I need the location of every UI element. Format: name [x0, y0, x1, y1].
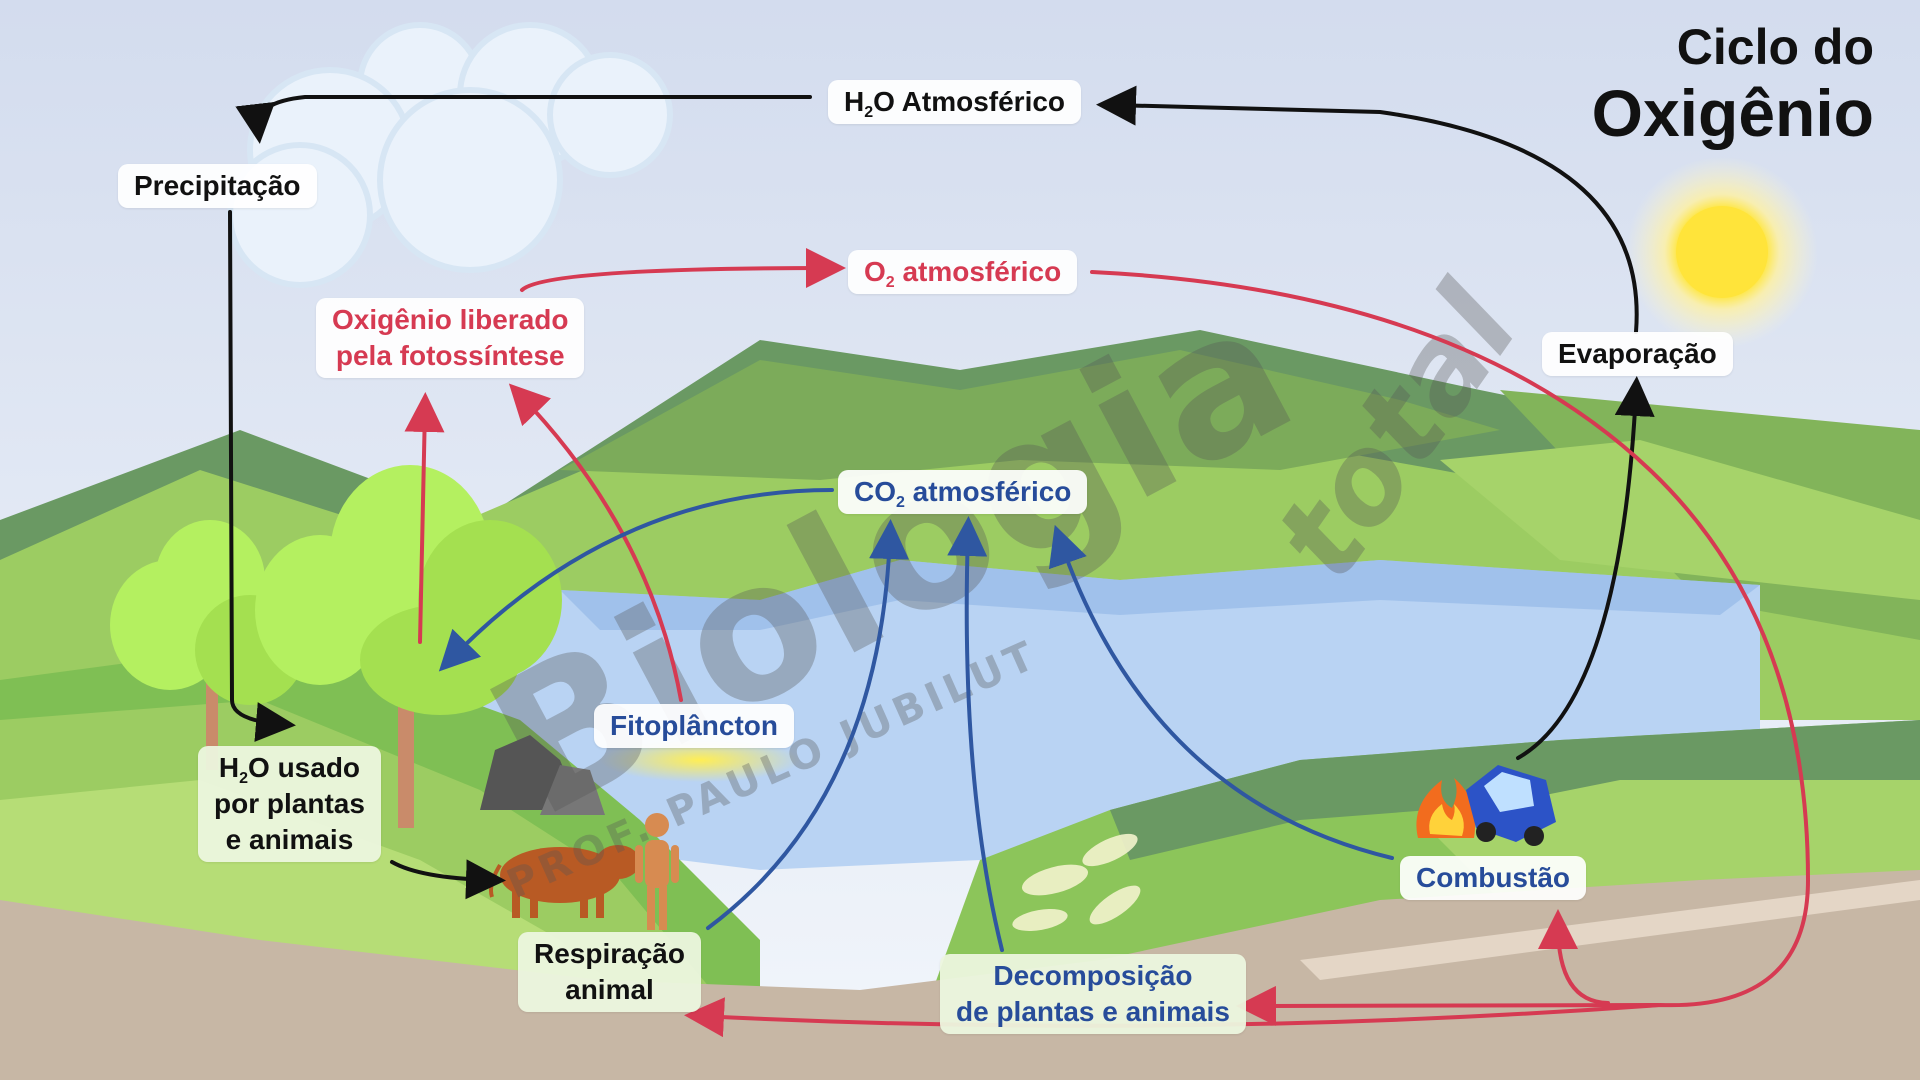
title-line-2: Oxigênio — [1591, 76, 1874, 150]
label-h2o-used: H2O usado por plantas e animais — [198, 746, 381, 862]
label-co2-atmospheric: CO2 atmosférico — [838, 470, 1088, 514]
arrow-o2-to-combustion — [1538, 909, 1610, 1005]
rock — [480, 735, 605, 815]
human-icon — [635, 813, 679, 930]
label-h2o-atmospheric: H2O Atmosférico — [828, 80, 1082, 124]
arrow-combustion-to-evaporation — [1516, 376, 1655, 760]
phytoplankton-glow — [600, 738, 800, 782]
arrow-h2o-used-to-animals — [390, 859, 506, 900]
trees — [110, 465, 562, 828]
arrow-phytoplankton-to-oxygen-released — [508, 383, 683, 702]
car-icon — [1466, 765, 1556, 846]
arrow-precipitation-to-h2o-used — [228, 210, 296, 742]
lake-shadow — [560, 560, 1760, 630]
arrow-combustion-to-co2 — [1048, 524, 1394, 860]
co2-arrows — [438, 488, 1394, 952]
label-combustion: Combustão — [1400, 856, 1586, 900]
label-decomposition: Decomposição de plantas e animais — [940, 954, 1246, 1034]
label-animal-respiration: Respiração animal — [518, 932, 701, 1012]
title-line-1: Ciclo do — [1676, 19, 1874, 75]
label-evaporation: Evaporação — [1542, 332, 1733, 376]
sun-icon — [1626, 156, 1818, 348]
label-oxygen-released: Oxigênio liberado pela fotossíntese — [316, 298, 585, 378]
water-cycle-arrows — [228, 85, 1655, 900]
arrow-trees-to-oxygen-released — [404, 392, 445, 644]
arrow-respiration-to-co2 — [706, 519, 910, 930]
label-o2-atmospheric: O2 atmosférico — [848, 250, 1078, 294]
label-phytoplankton: Fitoplâncton — [594, 704, 794, 748]
label-precipitation: Precipitação — [118, 164, 317, 208]
arrow-h2o-to-precipitation — [235, 95, 812, 144]
ground — [0, 870, 1920, 1080]
fire-icon — [1416, 778, 1476, 838]
arrow-evaporation-to-h2o — [1096, 85, 1639, 334]
decomposing-animals-icon — [1012, 833, 1141, 931]
arrow-o2-to-decomposition — [1236, 985, 1660, 1026]
arrow-decomposition-to-co2 — [947, 516, 1004, 952]
ox-icon — [489, 845, 640, 918]
arrow-photosynthesis-to-o2 — [520, 248, 846, 292]
arrow-co2-to-trees — [438, 488, 834, 672]
diagram-title: Ciclo do Oxigênio — [1592, 18, 1874, 150]
road — [1300, 880, 1920, 980]
